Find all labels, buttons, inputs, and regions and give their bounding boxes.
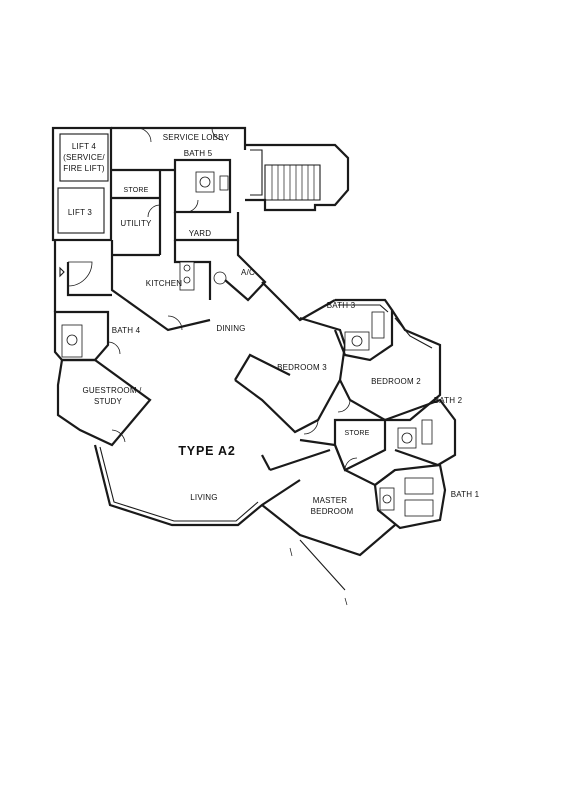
label-lift4-line2: (SERVICE/ (63, 153, 105, 162)
label-yard: YARD (189, 229, 211, 238)
label-lift4-line1: LIFT 4 (72, 142, 97, 151)
label-guestroom-line1: GUESTROOM / (82, 386, 142, 395)
entrance (53, 240, 112, 312)
label-store-top: STORE (124, 187, 149, 194)
label-service-lobby: SERVICE LOBBY (163, 133, 230, 142)
bath-1 (373, 463, 447, 530)
staircase (245, 143, 350, 212)
label-bath4: BATH 4 (112, 326, 141, 335)
guestroom (56, 358, 152, 447)
room-labels: LIFT 4 (SERVICE/ FIRE LIFT) SERVICE LOBB… (63, 133, 479, 516)
label-bath1: BATH 1 (451, 490, 480, 499)
label-bath3: BATH 3 (327, 301, 356, 310)
label-store-mid: STORE (345, 430, 370, 437)
label-guestroom-line2: STUDY (94, 397, 123, 406)
bath-4 (53, 310, 121, 362)
label-unit-type: TYPE A2 (178, 444, 235, 458)
master-bedroom (261, 438, 396, 606)
label-utility: UTILITY (120, 219, 152, 228)
label-bath2: BATH 2 (434, 396, 463, 405)
kitchen (110, 240, 227, 332)
bath-3 (333, 298, 394, 362)
bedroom-3 (234, 316, 347, 435)
bath-2 (384, 398, 457, 467)
label-lift4-line3: FIRE LIFT) (63, 164, 105, 173)
lift-core (51, 126, 247, 242)
label-ac: A/C (241, 268, 255, 277)
label-bath5: BATH 5 (184, 149, 213, 158)
service-block (111, 158, 240, 257)
label-master-line2: BEDROOM (311, 507, 354, 516)
label-bedroom3: BEDROOM 3 (277, 363, 327, 372)
label-living: LIVING (190, 493, 217, 502)
label-dining: DINING (216, 324, 245, 333)
bedroom-2 (337, 309, 442, 422)
label-master-line1: MASTER (313, 496, 348, 505)
label-bedroom2: BEDROOM 2 (371, 377, 421, 386)
ac-ledge (224, 240, 267, 302)
living-envelope (93, 281, 336, 527)
label-kitchen: KITCHEN (146, 279, 183, 288)
label-lift3: LIFT 3 (68, 208, 93, 217)
